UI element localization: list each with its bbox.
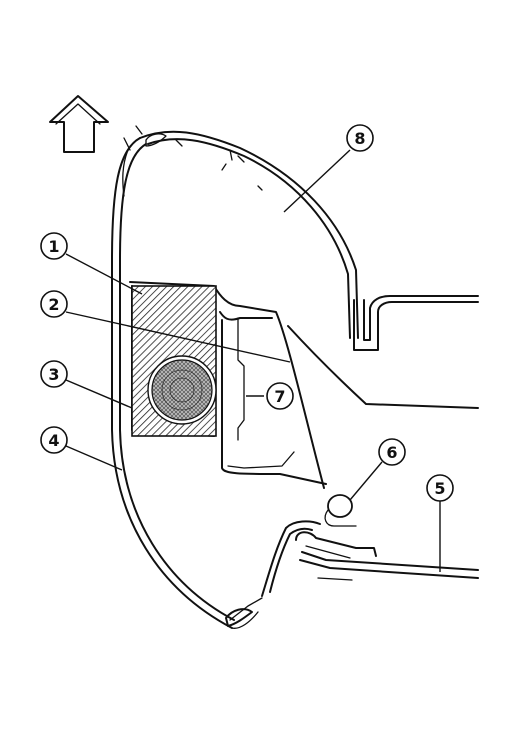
svg-text:3: 3	[48, 365, 59, 384]
svg-text:4: 4	[48, 431, 59, 450]
svg-text:5: 5	[434, 479, 445, 498]
callout-4: 4	[40, 426, 68, 454]
clip-fastener	[324, 494, 357, 527]
svg-text:1: 1	[48, 237, 59, 256]
svg-text:7: 7	[274, 387, 285, 406]
lower-trim-panel	[261, 520, 479, 597]
svg-text:2: 2	[48, 295, 59, 314]
window-frame	[139, 130, 479, 351]
speaker-unit	[131, 285, 217, 437]
callout-6: 6	[378, 438, 406, 466]
callout-2: 2	[40, 290, 68, 318]
leader-lines	[65, 149, 441, 572]
callout-8: 8	[346, 124, 374, 152]
up-arrow-icon	[49, 95, 109, 153]
callout-5: 5	[426, 474, 454, 502]
outer-door-panel	[111, 125, 263, 629]
callout-7: 7	[266, 382, 294, 410]
callout-1: 1	[40, 232, 68, 260]
callout-3: 3	[40, 360, 68, 388]
svg-text:6: 6	[386, 443, 397, 462]
trim-edge	[287, 325, 479, 409]
svg-text:8: 8	[354, 129, 365, 148]
